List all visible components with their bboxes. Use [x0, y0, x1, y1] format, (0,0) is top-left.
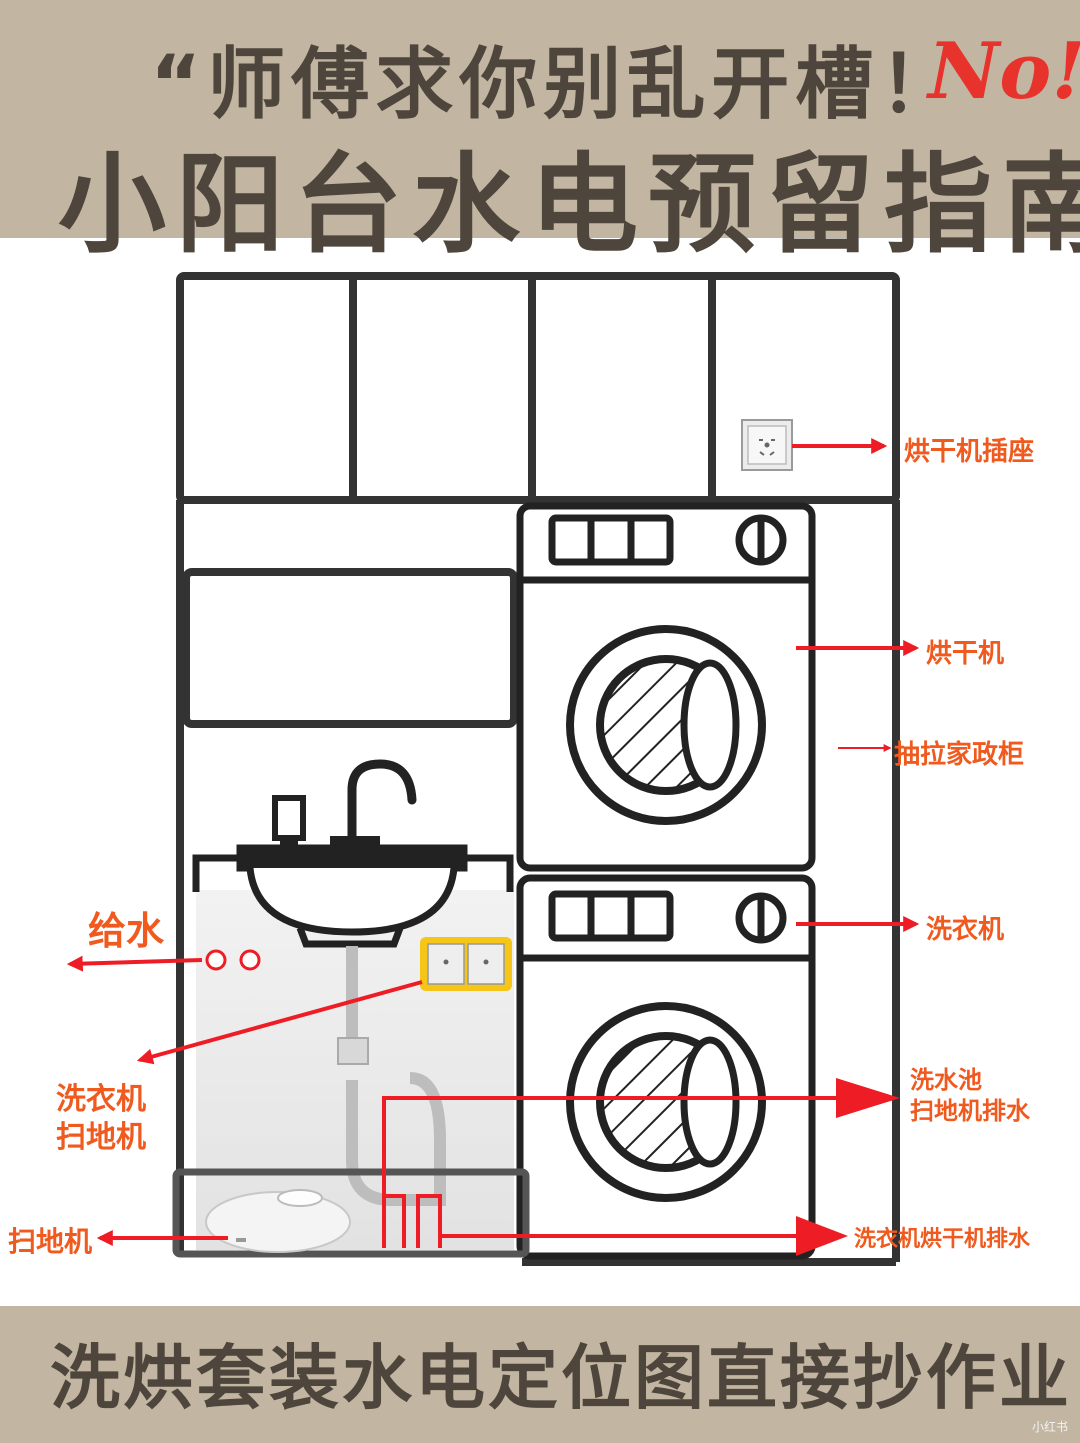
toothpaste-icon — [272, 795, 306, 850]
upper-cabinet-row — [176, 272, 900, 504]
washer-icon — [516, 874, 816, 1260]
label-washer-dryer-drain: 洗衣机烘干机排水 — [854, 1227, 1031, 1252]
label-washer: 洗衣机 — [926, 915, 1005, 945]
label-drawer-cabinet: 抽拉家政柜 — [894, 740, 1025, 770]
double-socket-icon — [420, 937, 512, 991]
label-dryer: 烘干机 — [926, 639, 1005, 669]
watermark: 小红书 — [1032, 1420, 1069, 1434]
pointer-arrows — [66, 438, 920, 1246]
title-line-2: 小阳台水电预留指南 — [58, 143, 1080, 268]
label-sink-drain-1: 洗水池 — [910, 1066, 982, 1094]
no-mark: No! — [928, 26, 1080, 117]
washer-drain-arrowhead — [796, 1216, 848, 1256]
pipe-fitting — [337, 1037, 369, 1065]
label-washer-robot-1: 洗衣机 — [56, 1082, 146, 1117]
water-supply-ports — [205, 949, 261, 971]
footer-text: 洗烘套装水电定位图直接抄作业 — [50, 1337, 1072, 1419]
sink-icon — [192, 844, 514, 948]
red-drain-lines — [382, 1096, 836, 1248]
faucet-icon — [330, 759, 417, 850]
sink-drain-arrowhead — [836, 1078, 900, 1118]
wall-cabinet — [182, 568, 518, 728]
robot-dock-compartment — [172, 1168, 530, 1258]
label-sink-drain-2: 扫地机排水 — [910, 1097, 1030, 1125]
label-dryer-socket: 烘干机插座 — [904, 437, 1035, 467]
label-robot-vacuum: 扫地机 — [8, 1225, 93, 1258]
footer-banner — [0, 1306, 1080, 1443]
balcony-diagram — [66, 272, 920, 1266]
dryer-socket-icon — [741, 419, 793, 471]
label-water-supply: 给水 — [88, 909, 165, 953]
title-line-1: “师傅求你别乱开槽！ — [150, 40, 964, 130]
cabinet-frame — [176, 272, 900, 1266]
header-banner — [0, 0, 1080, 238]
robot-vacuum-icon — [205, 1189, 351, 1253]
dryer-icon — [516, 502, 816, 872]
label-washer-robot-2: 扫地机 — [56, 1120, 146, 1155]
